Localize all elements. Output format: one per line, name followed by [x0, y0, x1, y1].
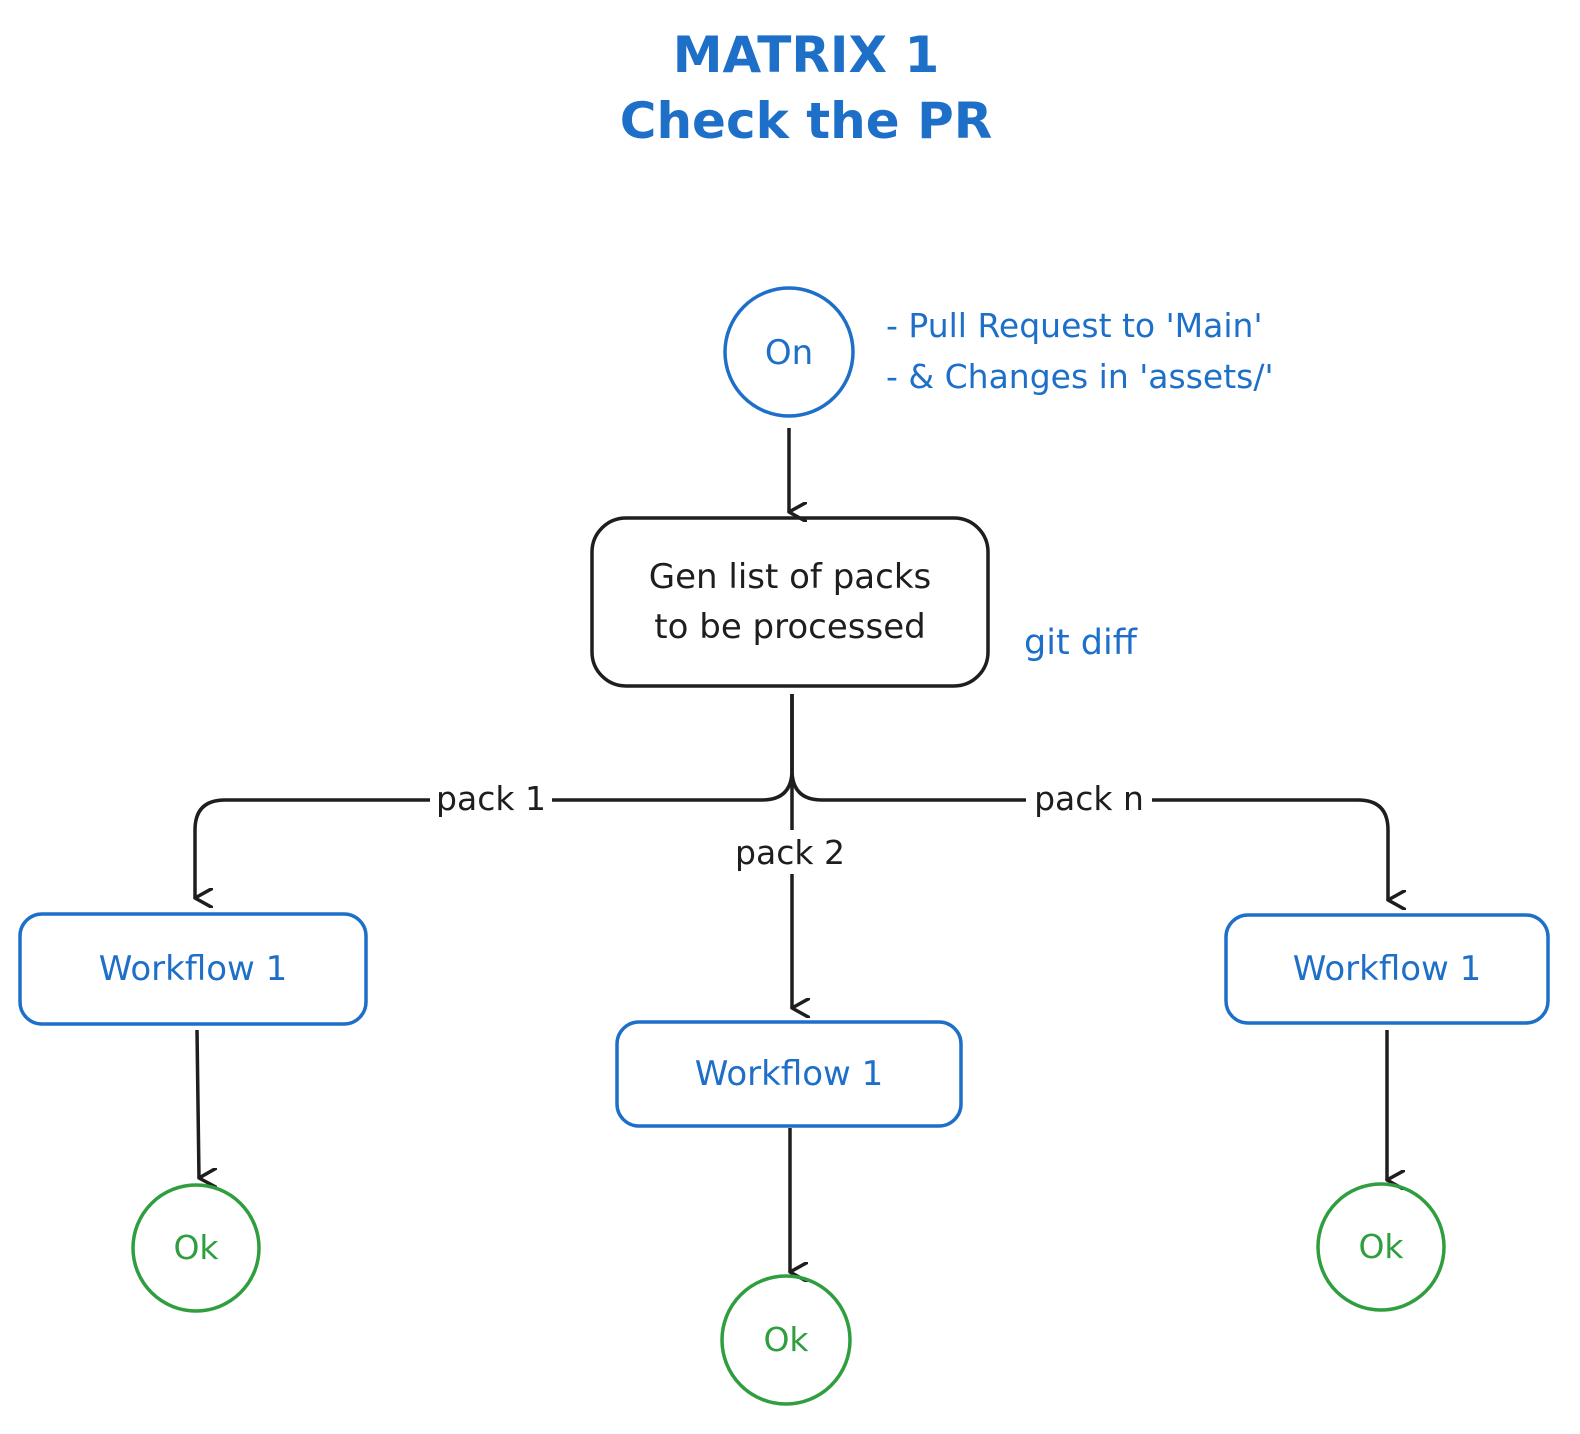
edge-label-pack-1: pack 1 — [430, 778, 552, 822]
start-node: On — [723, 286, 855, 418]
trigger-note-changes: - & Changes in 'assets/' — [886, 357, 1274, 396]
edge-label-pack-1-text: pack 1 — [436, 779, 546, 818]
workflow-node-1: Workflow 1 — [18, 912, 368, 1026]
edge-label-pack-2-text: pack 2 — [735, 833, 845, 872]
ok-node-2-circle — [720, 1274, 852, 1406]
workflow-node-1-box — [18, 912, 368, 1026]
ok-node-2: Ok — [720, 1274, 852, 1406]
edge-label-pack-2: pack 2 — [724, 830, 856, 874]
arrow-workflow-1-to-ok — [195, 1029, 199, 1178]
edge-label-pack-n: pack n — [1026, 778, 1152, 822]
trigger-note-pull-request: - Pull Request to 'Main' — [886, 306, 1263, 345]
ok-node-3-circle — [1316, 1182, 1446, 1312]
workflow-node-3-label: Workflow 1 — [1293, 949, 1482, 989]
ok-node-2-label: Ok — [763, 1320, 809, 1359]
workflow-node-2-box — [615, 1020, 963, 1128]
start-node-label: On — [765, 333, 813, 373]
diagram-title-line1: MATRIX 1 — [673, 26, 940, 84]
edge-label-pack-n-text: pack n — [1034, 779, 1144, 818]
ok-node-1: Ok — [131, 1183, 261, 1313]
ok-node-3: Ok — [1316, 1182, 1446, 1312]
workflow-node-3-box — [1224, 913, 1550, 1025]
process-node-label-line2: to be processed — [654, 607, 925, 647]
process-node-box — [590, 516, 990, 688]
ok-node-3-label: Ok — [1358, 1227, 1404, 1266]
ok-node-1-circle — [131, 1183, 261, 1313]
process-node-label-line1: Gen list of packs — [649, 557, 931, 597]
workflow-node-2: Workflow 1 — [615, 1020, 963, 1128]
process-node: Gen list of packs to be processed — [590, 516, 990, 688]
start-node-circle — [723, 286, 855, 418]
workflow-node-1-label: Workflow 1 — [99, 949, 288, 989]
ok-node-1-label: Ok — [173, 1228, 219, 1267]
diagram-title-line2: Check the PR — [620, 92, 992, 150]
workflow-node-3: Workflow 1 — [1224, 913, 1550, 1025]
git-diff-annotation: git diff — [1024, 623, 1138, 663]
workflow-node-2-label: Workflow 1 — [695, 1054, 884, 1094]
